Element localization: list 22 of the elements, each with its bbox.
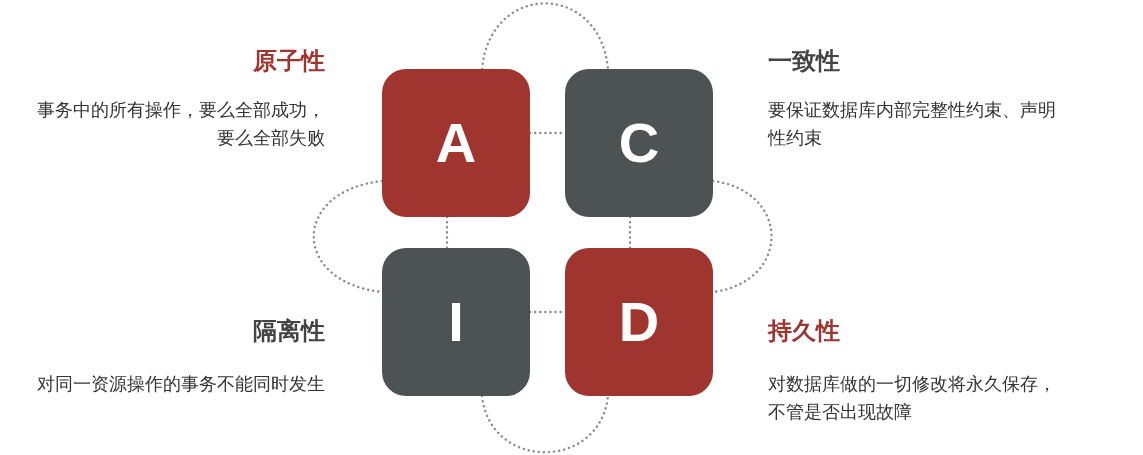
dotted-connector bbox=[628, 215, 632, 250]
tile-letter: A bbox=[435, 115, 477, 171]
dotted-connector bbox=[711, 179, 773, 294]
tile-letter: D bbox=[618, 294, 660, 350]
property-description: 对同一资源操作的事务不能同时发生 bbox=[36, 373, 325, 396]
letter-tile bbox=[565, 248, 713, 396]
dotted-connector bbox=[312, 179, 384, 294]
dotted-connector bbox=[445, 215, 449, 250]
property-heading: 一致性 bbox=[768, 47, 840, 76]
tile-letter: I bbox=[448, 294, 464, 350]
property-description: 要保证数据库内部完整性约束、声明性约束 bbox=[768, 99, 1057, 150]
dotted-connector bbox=[480, 2, 610, 71]
letter-tile bbox=[565, 69, 713, 217]
property-description: 对数据库做的一切修改将永久保存，不管是否出现故障 bbox=[768, 373, 1057, 424]
property-heading: 持久性 bbox=[768, 317, 840, 346]
property-heading: 隔离性 bbox=[253, 317, 325, 346]
letter-tile bbox=[382, 248, 530, 396]
letter-tile bbox=[382, 69, 530, 217]
property-description: 事务中的所有操作，要么全部成功，要么全部失败 bbox=[36, 99, 325, 150]
property-heading: 原子性 bbox=[253, 47, 325, 76]
dotted-connector bbox=[480, 394, 610, 454]
tile-letter: C bbox=[618, 115, 660, 171]
